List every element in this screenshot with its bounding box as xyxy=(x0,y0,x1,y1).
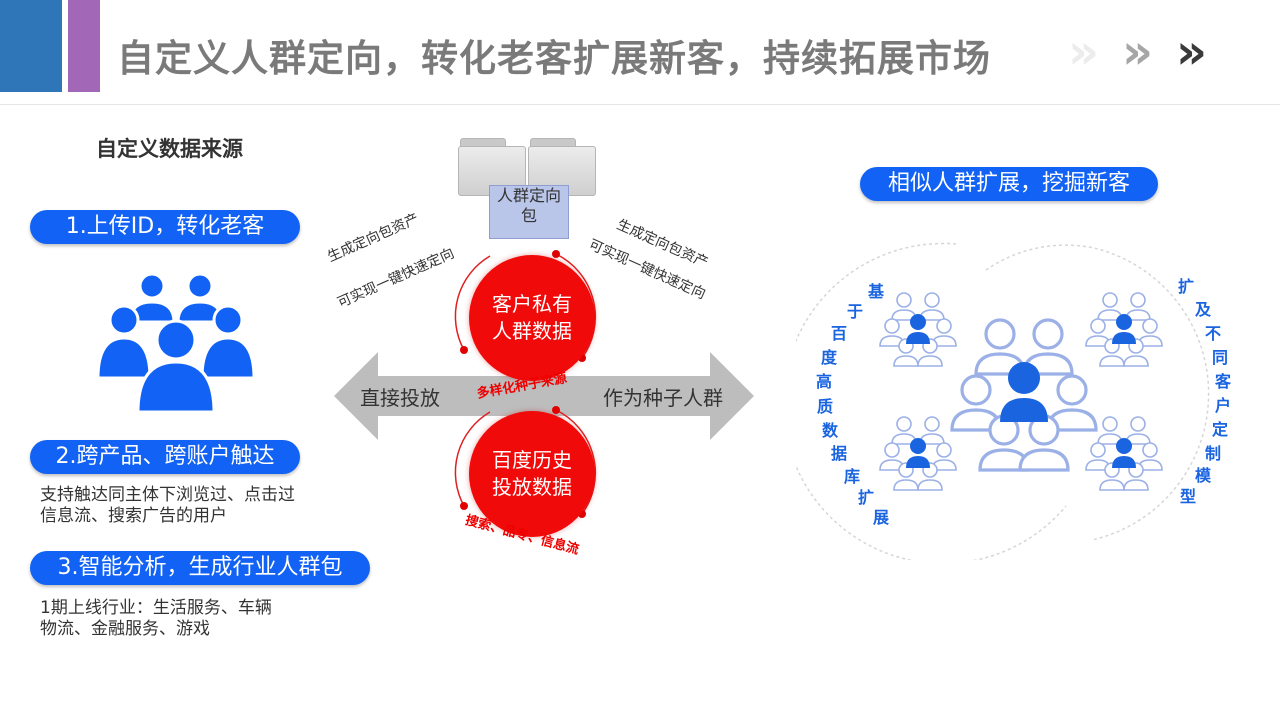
audience-package-box: 人群定向包 xyxy=(489,185,569,239)
header-accent-bar-blue xyxy=(0,0,62,92)
arc-char: 于 xyxy=(846,302,863,321)
circle-history-data: 百度历史投放数据 xyxy=(469,411,595,537)
arc-char: 客 xyxy=(1214,372,1231,391)
chevron-right-icon: » xyxy=(1176,24,1207,80)
arc-char: 高 xyxy=(815,372,832,391)
chevron-right-icon: » xyxy=(1122,24,1153,80)
arrow-label-direct: 直接投放 xyxy=(360,386,440,410)
arc-char: 度 xyxy=(820,348,837,367)
arc-char: 同 xyxy=(1211,348,1228,367)
arc-char: 扩 xyxy=(1177,277,1194,296)
arc-char: 库 xyxy=(843,467,860,486)
pill-upload-id: 1.上传ID，转化老客 xyxy=(30,210,300,244)
page-title: 自定义人群定向，转化老客扩展新客，持续拓展市场 xyxy=(117,37,991,80)
arc-char: 基 xyxy=(867,282,884,301)
arc-char: 据 xyxy=(830,444,847,463)
header-divider xyxy=(0,104,1280,105)
chevron-right-icon: » xyxy=(1068,24,1099,80)
lookalike-diagram xyxy=(796,242,1210,560)
pill-cross-product: 2.跨产品、跨账户触达 xyxy=(30,440,300,474)
arc-char: 户 xyxy=(1214,396,1231,415)
arc-char: 及 xyxy=(1194,300,1211,319)
circle-private-data: 客户私有人群数据 xyxy=(469,255,595,381)
arc-char: 百 xyxy=(830,324,847,343)
arrow-label-seed: 作为种子人群 xyxy=(603,386,723,410)
pill-smart-analysis: 3.智能分析，生成行业人群包 xyxy=(30,551,370,585)
header-accent-bar-purple xyxy=(68,0,100,92)
pill-lookalike-expansion: 相似人群扩展，挖掘新客 xyxy=(860,167,1158,201)
people-group-icon xyxy=(96,272,256,414)
double-arrow xyxy=(334,352,754,440)
arc-char: 不 xyxy=(1204,324,1221,343)
arc-char: 定 xyxy=(1211,420,1228,439)
note-left-line1: 生成定向包资产 xyxy=(325,210,422,266)
arc-char: 数 xyxy=(821,421,838,440)
arc-char: 扩 xyxy=(857,488,874,507)
arc-char: 制 xyxy=(1204,444,1221,463)
section-title-data-source: 自定义数据来源 xyxy=(96,137,243,161)
arc-char: 展 xyxy=(872,508,889,527)
smart-analysis-description: 1期上线行业：生活服务、车辆物流、金融服务、游戏 xyxy=(40,598,272,639)
cross-product-description: 支持触达同主体下浏览过、点击过信息流、搜索广告的用户 xyxy=(40,485,295,526)
arc-char: 模 xyxy=(1194,466,1211,485)
arc-char: 质 xyxy=(816,397,833,416)
arc-char: 型 xyxy=(1179,487,1196,506)
